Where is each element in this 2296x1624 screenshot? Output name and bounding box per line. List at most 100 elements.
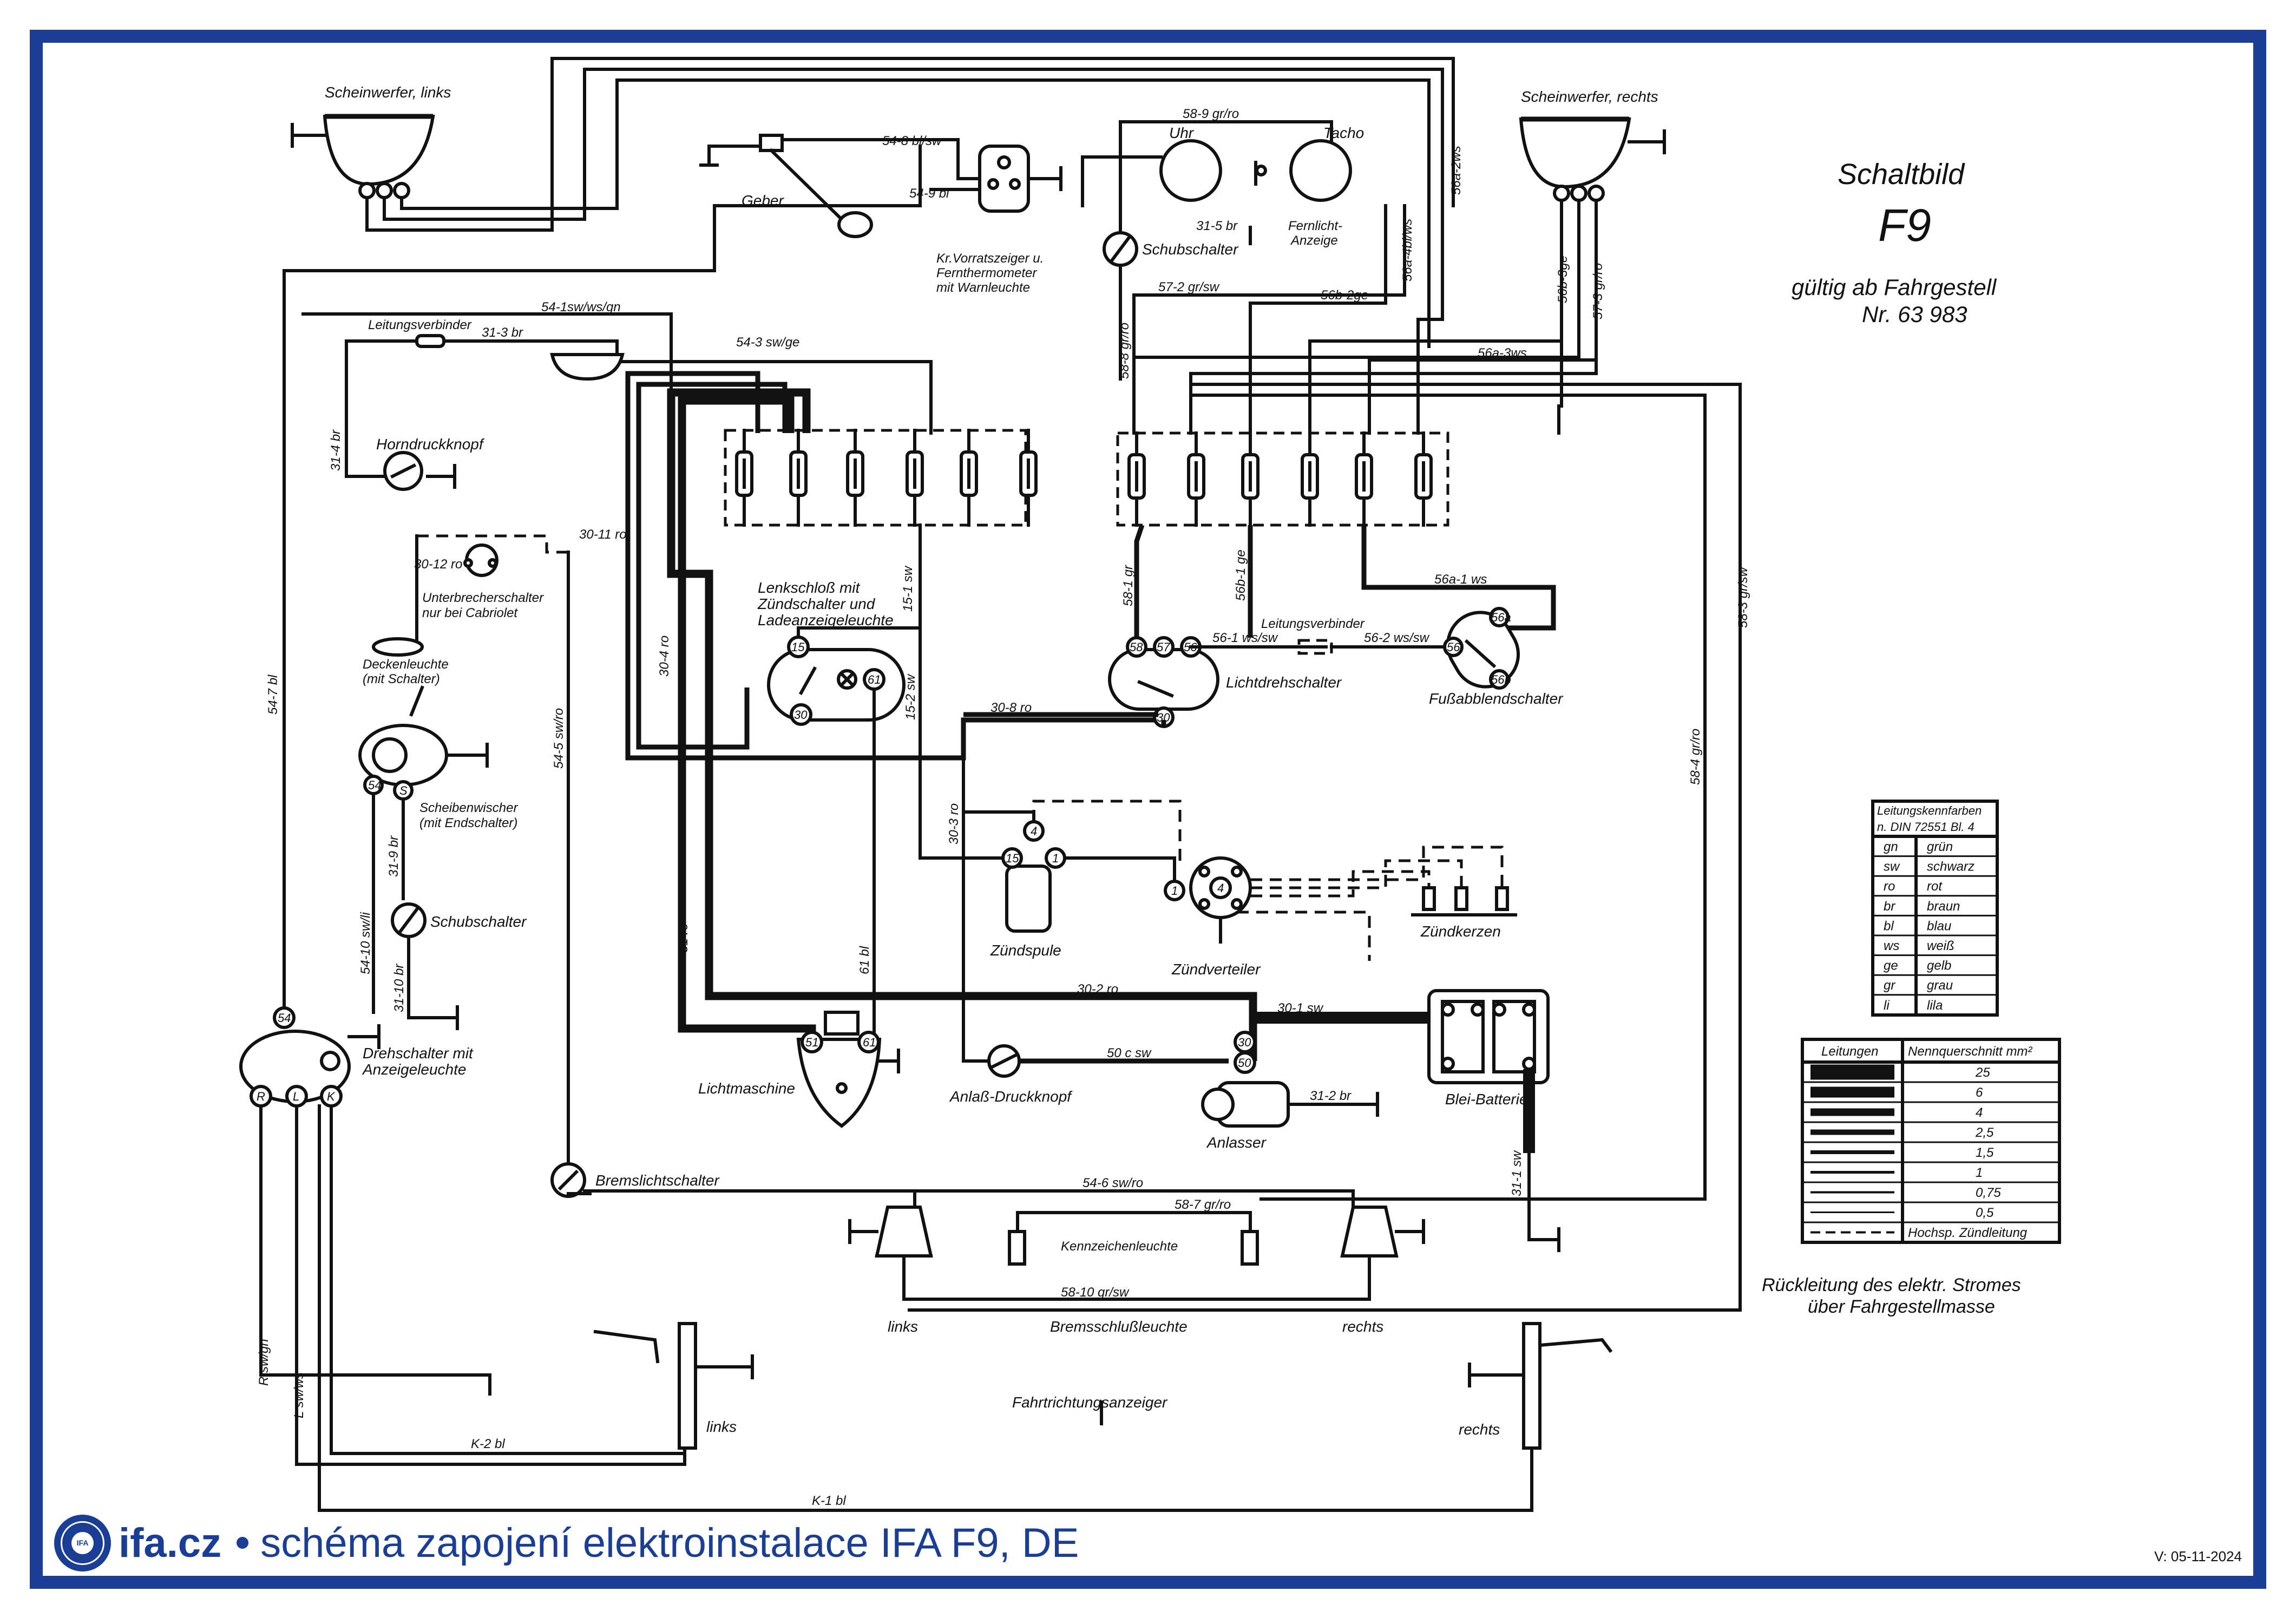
logo-text: IFA [71, 1531, 94, 1554]
version-label: V: 05-11-2024 [2154, 1548, 2242, 1564]
section-value: 0,5 [1976, 1206, 1994, 1220]
wire-label-20: 30-4 ro [657, 636, 672, 677]
rear-lamps: 58-7 gr/ro Kennzeichenleuchte 58-10 gr/s… [848, 1189, 1425, 1335]
fuse [960, 429, 978, 527]
label-fahrtrichtungsanzeiger: Fahrtrichtungsanzeiger [1012, 1394, 1168, 1411]
fuse-box-right [1116, 431, 1449, 527]
wire-label-44: 58-7 gr/ro [1175, 1197, 1231, 1212]
wire-label-11: 57-3 gr/ro [1591, 263, 1605, 319]
label-rechts-indicator: rechts [1459, 1421, 1500, 1438]
label-vorratszeiger-3: mit Warnleuchte [936, 280, 1030, 295]
label-fernlicht-2: Anzeige [1290, 233, 1338, 248]
fuel-gauge: Kr.Vorratszeiger u. Fernthermometer mit … [780, 138, 1062, 295]
terminal-r: R [257, 1090, 265, 1103]
wire-label-16: 31-4 br [329, 429, 343, 471]
label-deckenleuchte-2: (mit Schalter) [363, 672, 440, 686]
wire-label-8: 56b-2ge [1321, 288, 1368, 303]
section-value: 6 [1976, 1085, 1983, 1100]
wire-label-32: 30-3 ro [947, 803, 961, 844]
wire-label-6: 56a-4bl/ws [1400, 219, 1415, 281]
label-blei-batterie: Blei-Batterie [1445, 1091, 1528, 1108]
section-value: 1 [1976, 1165, 1983, 1180]
color-name: rot [1927, 879, 1943, 894]
wire-label-24: 56b-1 ge [1234, 549, 1248, 601]
wire-label-25: 56a-1 ws [1434, 572, 1487, 587]
fuse-box-left [724, 429, 1038, 527]
ignition-lock: 15 30 61 Lenkschloß mit Zündschalter und… [757, 523, 922, 1038]
terminal-51-a: 51 [805, 1036, 818, 1049]
fuse [1019, 429, 1038, 527]
wire-label-30: 54-5 sw/ro [552, 708, 566, 769]
headlight-right: Scheinwerfer, rechts [1519, 88, 1666, 202]
wire-label-47: L sw/ws [292, 1372, 306, 1418]
color-code: bl [1884, 919, 1894, 933]
fuse [906, 429, 924, 527]
wire-label-48: K-2 bl [471, 1437, 505, 1451]
label-drehschalter-1: Drehschalter mit [363, 1045, 474, 1062]
label-unterbrecher-1: Unterbrecherschalter [422, 591, 544, 605]
ifa-logo: IFA [54, 1514, 111, 1571]
horn-section: Leitungsverbinder 31-3 br 54-3 sw/ge 54-… [301, 300, 933, 491]
color-code: br [1884, 899, 1895, 914]
wire-label-21: 15-1 sw [901, 565, 915, 612]
wire-label-22: 15-2 sw [903, 673, 918, 720]
label-scheibenwischer-2: (mit Endschalter) [419, 816, 517, 830]
fuse [735, 429, 753, 527]
label-schubschalter-left: Schubschalter [430, 913, 527, 930]
generator: 51 61 Lichtmaschine [698, 1011, 900, 1128]
headlight-left: Scheinwerfer, links [291, 84, 451, 199]
label-lichtmaschine: Lichtmaschine [698, 1080, 795, 1097]
label-vorratszeiger-1: Kr.Vorratszeiger u. [936, 251, 1044, 266]
color-code: li [1884, 998, 1890, 1013]
wire-label-31: 58-4 gr/ro [1688, 729, 1703, 785]
fuse [1241, 431, 1259, 527]
wire-label-39: 30-1 sw [1277, 1001, 1324, 1016]
section-value: 25 [1975, 1065, 1990, 1080]
wire-label-4: 56a-2ws [1449, 146, 1464, 195]
title-line-4: Nr. 63 983 [1862, 302, 1967, 327]
fuse [1127, 431, 1146, 527]
terminal-k: K [327, 1090, 336, 1103]
section-value: 1,5 [1976, 1145, 1994, 1160]
wire-label-18: 30-12 ro [414, 557, 462, 572]
brand-link[interactable]: ifa.cz [119, 1520, 222, 1566]
wire-label-43: 54-6 sw/ro [1083, 1176, 1143, 1190]
return-note: Rückleitung des elektr. Stromes über Fah… [1762, 1275, 2021, 1317]
wire-label-26: 56-1 ws/sw [1212, 631, 1278, 645]
color-name: grün [1927, 840, 1953, 854]
title-line-1: Schaltbild [1838, 158, 1965, 191]
color-name: schwarz [1927, 860, 1974, 874]
wire-label-17: 30-11 ro [579, 527, 627, 542]
label-lenkschloss-2: Zündschalter und [757, 595, 876, 612]
label-drehschalter-2: Anzeigeleuchte [362, 1061, 466, 1078]
wire-label-46: R sw/gn [257, 1339, 271, 1386]
fuse [1414, 431, 1433, 527]
label-fernlicht-1: Fernlicht- [1288, 219, 1342, 233]
color-name: lila [1927, 998, 1943, 1013]
wire-label-19: 54-7 bl [266, 675, 280, 715]
caption: schéma zapojení elektroinstalace IFA F9,… [260, 1520, 1079, 1566]
fuse [846, 429, 864, 527]
terminal-15-a: 15 [791, 640, 805, 654]
wire-label-41: 31-2 br [1310, 1089, 1352, 1103]
wire-label-10: 56b-3ge [1556, 256, 1570, 303]
wire-label-35: 54-10 sw/li [358, 912, 373, 974]
fuse [1355, 431, 1373, 527]
label-kennzeichenleuchte: Kennzeichenleuchte [1061, 1239, 1178, 1254]
terminal-15-b: 15 [1006, 852, 1019, 865]
section-value: 4 [1976, 1105, 1983, 1120]
light-switch: 58 57 56 30 Lichtdrehschalter 58-1 gr 56… [963, 524, 1444, 728]
fuel-sender: Geber 54-8 bl/sw 54-9 bl [699, 134, 949, 238]
label-anlass-druckknopf: Anlaß-Druckknopf [949, 1088, 1073, 1105]
push-switch-top: Schubschalter 57-2 gr/sw 56b-2ge 58-8 gr… [1103, 204, 1406, 435]
label-zuendverteiler: Zündverteiler [1171, 961, 1261, 978]
color-code: gn [1884, 840, 1898, 854]
wire-label-38: 30-2 ro [1077, 982, 1118, 997]
wire-label-34: 61 bl [857, 946, 872, 974]
wire-label-3: 58-9 gr/ro [1183, 107, 1239, 121]
label-uhr: Uhr [1169, 125, 1195, 141]
color-code: ws [1884, 939, 1899, 953]
foot-dimmer-switch: 56a 56 56b Fußabblendschalter 56a-1 ws [1361, 525, 1564, 707]
fuse [789, 429, 808, 527]
wire-label-13: 54-1sw/ws/gn [541, 300, 621, 315]
